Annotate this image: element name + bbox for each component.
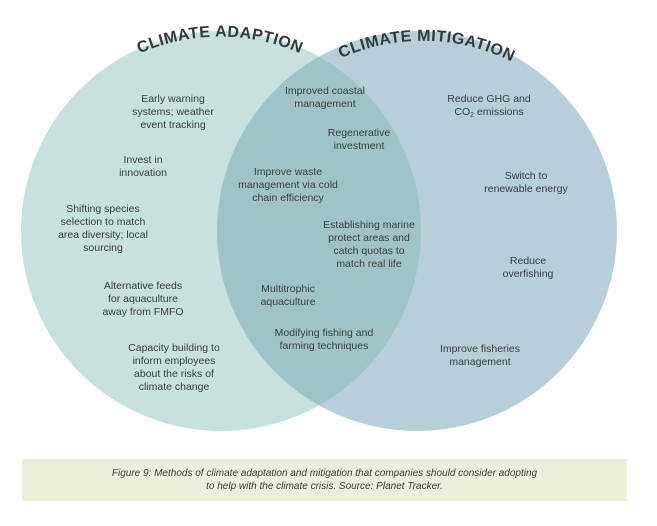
overlap-item-coastal-management: Improved coastal management bbox=[285, 85, 365, 110]
overlap-item-waste-management: Improve waste management via cold chain … bbox=[238, 166, 338, 204]
figure-caption: Figure 9: Methods of climate adaptation … bbox=[22, 459, 627, 501]
adaptation-item-alternative-feeds: Alternative feeds for aquaculture away f… bbox=[102, 280, 184, 318]
mitigation-item-reduce-overfishing: Reduce overfishing bbox=[502, 255, 554, 280]
caption-line-1: Figure 9: Methods of climate adaptation … bbox=[111, 468, 538, 479]
overlap-region bbox=[217, 31, 421, 431]
overlap-item-marine-protect-areas: Establishing marine protect areas and ca… bbox=[323, 219, 415, 270]
mitigation-item-renewable-energy: Switch to renewable energy bbox=[484, 170, 568, 195]
adaptation-item-innovation: Invest in innovation bbox=[119, 154, 167, 179]
adaptation-item-capacity-building: Capacity building to inform employees ab… bbox=[128, 342, 220, 393]
overlap-item-multitrophic-aquaculture: Multitrophic aquaculture bbox=[260, 283, 316, 308]
overlap-item-regenerative-investment: Regenerative investment bbox=[327, 127, 391, 152]
venn-diagram: CLIMATE ADAPTION CLIMATE MITIGATION bbox=[21, 24, 617, 431]
mitigation-item-fisheries-management: Improve fisheries management bbox=[440, 343, 520, 368]
adaptation-item-early-warning: Early warning systems; weather event tra… bbox=[132, 93, 214, 131]
caption-line-2: to help with the climate crisis. Source:… bbox=[206, 481, 443, 492]
mitigation-item-reduce-ghg: Reduce GHG and CO2 emissions bbox=[447, 93, 531, 119]
overlap-item-fishing-techniques: Modifying fishing and farming techniques bbox=[274, 327, 374, 352]
co2-label: CO2 emissions bbox=[454, 106, 524, 119]
adaptation-item-species-selection: Shifting species selection to match area… bbox=[58, 203, 148, 254]
